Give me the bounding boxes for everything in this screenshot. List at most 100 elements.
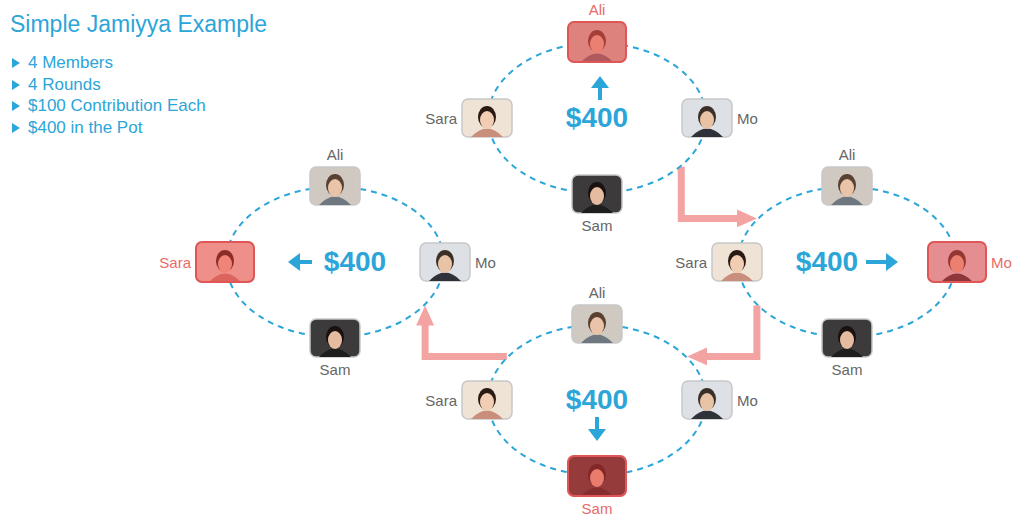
member-avatar: Ali	[309, 147, 361, 206]
payout-arrow-shaft	[298, 260, 312, 264]
photo-shoulders	[319, 197, 351, 206]
member-avatar: Mo	[419, 242, 496, 282]
photo-background	[196, 242, 254, 282]
photo-background	[928, 242, 986, 282]
pot-amount: $400	[566, 386, 628, 414]
photo-background	[822, 319, 872, 357]
photo-hair	[326, 174, 344, 196]
photo-hair	[478, 388, 496, 410]
member-avatar: Ali	[567, 2, 627, 63]
photo-face	[438, 255, 452, 273]
photo-background	[462, 381, 512, 419]
photo-shoulders	[831, 197, 863, 206]
member-photo	[927, 241, 987, 283]
dashed-circle-outline	[738, 187, 956, 337]
member-photo	[567, 21, 627, 63]
diagram-title: Simple Jamiyya Example	[10, 12, 267, 37]
photo-hair	[728, 250, 746, 272]
photo-background	[310, 167, 360, 205]
member-name: Ali	[589, 2, 606, 17]
member-avatar: Sam	[309, 318, 361, 377]
member-name: Ali	[839, 147, 856, 162]
photo-background	[568, 456, 626, 496]
pot-amount: $400	[324, 248, 386, 276]
photo-hair	[838, 326, 856, 348]
photo-hair	[326, 326, 344, 348]
photo-face	[730, 255, 744, 273]
member-avatar: Mo	[681, 98, 758, 138]
round-circle: $400	[487, 324, 707, 476]
round-arrow	[681, 167, 749, 219]
member-photo	[195, 241, 255, 283]
payout-arrow-shaft	[866, 260, 888, 264]
member-photo	[711, 242, 763, 282]
member-name: Mo	[737, 111, 758, 126]
member-name: Sara	[425, 111, 457, 126]
member-photo	[681, 98, 733, 138]
member-photo	[681, 380, 733, 420]
bullet-markers	[12, 58, 20, 133]
member-name: Sara	[675, 255, 707, 270]
member-photo	[821, 166, 873, 206]
member-name: Ali	[589, 285, 606, 300]
photo-hair	[698, 388, 716, 410]
photo-face	[700, 393, 714, 411]
photo-shoulders	[319, 349, 351, 358]
photo-shoulders	[581, 335, 613, 344]
photo-shoulders	[581, 205, 613, 214]
member-avatar: Sara	[159, 241, 255, 283]
member-avatar: Sam	[567, 455, 627, 516]
round-arrow	[425, 314, 507, 357]
photo-face	[480, 393, 494, 411]
bullet-label: $100 Contribution Each	[28, 97, 206, 116]
round-arrow	[695, 306, 757, 357]
member-avatar: Sam	[821, 318, 873, 377]
member-avatar: Sara	[675, 242, 763, 282]
photo-background	[682, 381, 732, 419]
member-name: Mo	[475, 255, 496, 270]
member-photo	[461, 98, 513, 138]
photo-highlight	[568, 22, 626, 62]
photo-background	[568, 22, 626, 62]
member-photo	[309, 166, 361, 206]
photo-highlight	[928, 242, 986, 282]
photo-shoulders	[429, 273, 461, 282]
photo-background	[822, 167, 872, 205]
photo-shoulders	[721, 273, 753, 282]
payout-arrow-head	[591, 76, 609, 88]
member-avatar: Sara	[425, 98, 513, 138]
photo-shoulders	[691, 129, 723, 138]
pot-amount: $400	[566, 104, 628, 132]
bullet-label: 4 Rounds	[28, 76, 101, 95]
photo-face	[840, 331, 854, 349]
round-circle: $400	[737, 186, 957, 338]
payout-arrows	[288, 76, 898, 441]
payout-arrow-shaft	[598, 86, 602, 100]
dashed-circle-outline	[226, 187, 444, 337]
photo-hair	[838, 174, 856, 196]
photo-shoulders	[831, 349, 863, 358]
photo-highlight	[568, 456, 626, 496]
dashed-circle-outline	[488, 43, 706, 193]
dashed-circle-outline	[488, 325, 706, 475]
photo-shoulders	[471, 129, 503, 138]
member-name: Sara	[425, 393, 457, 408]
member-photo	[309, 318, 361, 358]
payout-arrow-head	[588, 429, 606, 441]
member-avatar: Mo	[927, 241, 1012, 283]
member-name: Sam	[832, 362, 863, 377]
member-photo	[571, 174, 623, 214]
photo-hair	[436, 250, 454, 272]
photo-highlight	[196, 242, 254, 282]
member-name: Sam	[582, 218, 613, 233]
photo-shoulders	[471, 411, 503, 420]
photo-face	[328, 179, 342, 197]
payout-arrow-shaft	[595, 417, 599, 431]
payout-arrow-head	[288, 253, 300, 271]
photo-face	[840, 179, 854, 197]
member-photo	[571, 304, 623, 344]
member-name: Mo	[991, 255, 1012, 270]
member-name: Sara	[159, 255, 191, 270]
